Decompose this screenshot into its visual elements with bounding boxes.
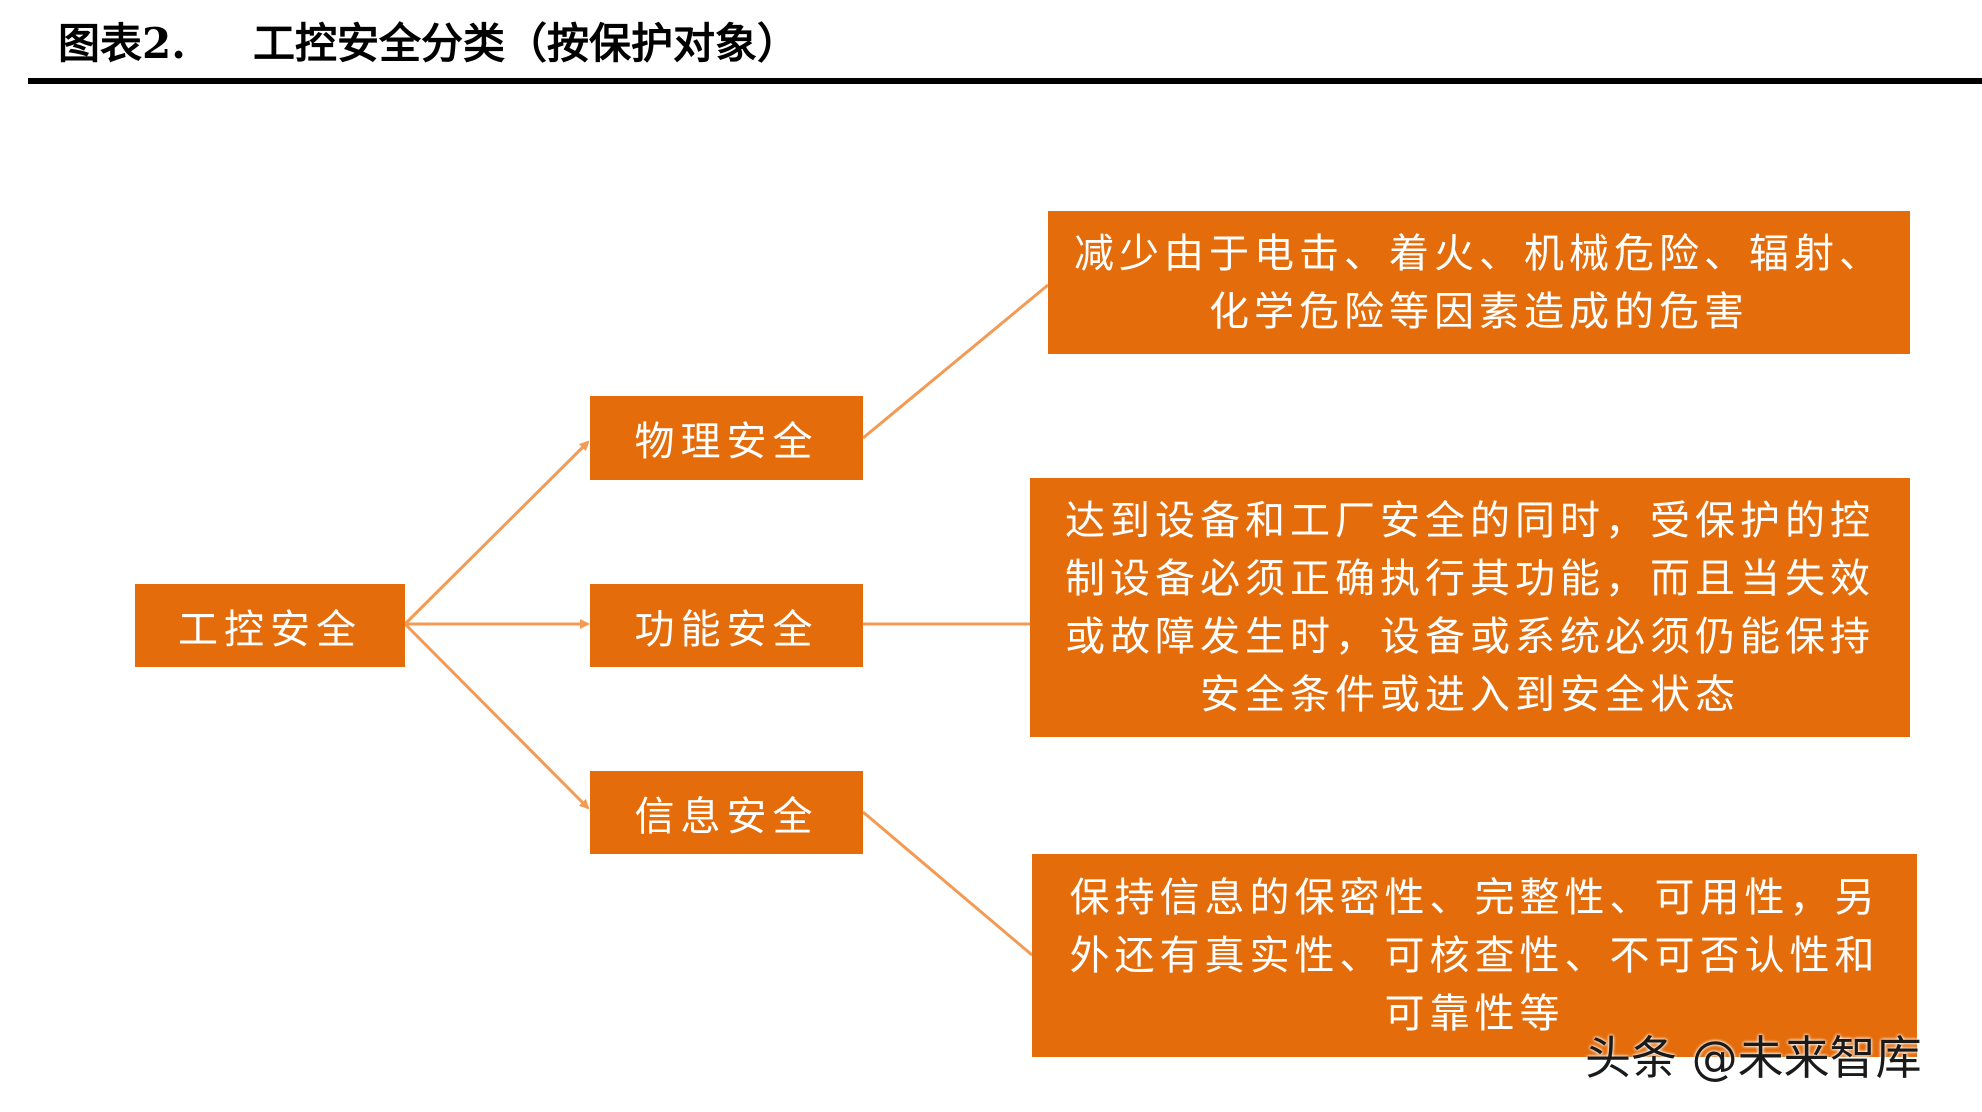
category-node-physical: 物理安全 xyxy=(590,396,863,480)
description-box-physical: 减少由于电击、着火、机械危险、辐射、化学危险等因素造成的危害 xyxy=(1048,211,1910,354)
link-information-to-desc xyxy=(862,810,1033,957)
figure-title-text: 工控安全分类（按保护对象） xyxy=(253,19,800,68)
figure-number: 图表2. xyxy=(58,19,186,68)
arrow-root-to-physical xyxy=(403,440,590,626)
arrow-root-to-information xyxy=(403,622,590,810)
category-node-functional: 功能安全 xyxy=(590,584,863,667)
description-box-information: 保持信息的保密性、完整性、可用性，另外还有真实性、可核查性、不可否认性和可靠性等 xyxy=(1032,854,1917,1057)
description-box-functional: 达到设备和工厂安全的同时，受保护的控制设备必须正确执行其功能，而且当失效或故障发… xyxy=(1030,478,1910,737)
title-rule xyxy=(28,78,1982,84)
category-node-information: 信息安全 xyxy=(590,771,863,854)
figure-title: 图表2. 工控安全分类（按保护对象） xyxy=(58,12,799,76)
link-physical-to-desc xyxy=(862,283,1049,440)
root-node: 工控安全 xyxy=(135,584,405,667)
watermark: 头条 @未来智库 xyxy=(1585,1031,1922,1085)
